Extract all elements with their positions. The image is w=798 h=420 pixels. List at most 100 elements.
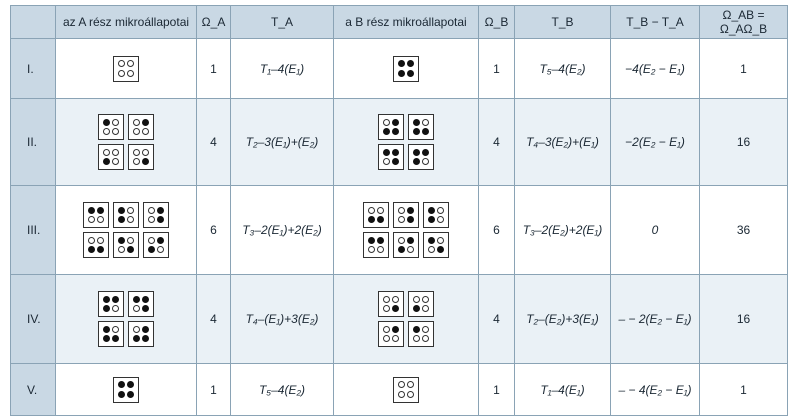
microstate-box <box>408 114 434 140</box>
t-a-cell: T₃–2(E₁)+2(E₂) <box>230 185 334 275</box>
empty-dot <box>127 236 135 244</box>
a-states-grid <box>56 55 196 82</box>
empty-dot <box>147 206 155 214</box>
t-b-cell: T₅–4(E₂) <box>514 38 611 99</box>
table-row: IV. 4 T₄–(E₁)+3(E₂) 4 T₂–(E₂)+3(E₁) – − … <box>10 274 788 364</box>
a-states-cell <box>55 98 197 186</box>
microstate-box <box>393 202 419 228</box>
t-b-cell: T₄–3(E₂)+(E₁) <box>514 98 611 186</box>
empty-dot <box>397 390 405 398</box>
particle-dot <box>367 236 375 244</box>
omega-b-cell: 1 <box>478 363 515 416</box>
empty-dot <box>437 206 445 214</box>
microstate-box <box>113 55 139 82</box>
empty-dot <box>412 295 420 303</box>
empty-dot <box>112 305 120 313</box>
particle-dot <box>412 148 420 156</box>
empty-dot <box>437 216 445 224</box>
microstate-box <box>98 321 124 347</box>
particle-dot <box>117 390 125 398</box>
t-b-cell: T₃–2(E₂)+2(E₁) <box>514 185 611 275</box>
empty-dot <box>397 381 405 389</box>
particle-dot <box>112 295 120 303</box>
particle-dot <box>142 158 150 166</box>
microstate-box <box>143 202 169 228</box>
particle-dot <box>127 390 135 398</box>
microstate-table-container: az A rész mikroállapotai Ω_A T_A a B rés… <box>10 5 788 416</box>
microstate-box <box>128 321 154 347</box>
microstate-box <box>408 291 434 317</box>
omega-ab-cell: 16 <box>699 274 788 364</box>
omega-a-cell: 6 <box>196 185 231 275</box>
particle-dot <box>397 246 405 254</box>
row-label: IV. <box>10 274 56 364</box>
particle-dot <box>157 236 165 244</box>
particle-dot <box>427 216 435 224</box>
omega-ab-cell: 16 <box>699 98 788 186</box>
empty-dot <box>132 325 140 333</box>
particle-dot <box>117 381 125 389</box>
b-states-cell <box>333 38 479 99</box>
empty-dot <box>112 158 120 166</box>
particle-dot <box>87 246 95 254</box>
empty-dot <box>142 148 150 156</box>
empty-dot <box>407 381 415 389</box>
empty-dot <box>112 148 120 156</box>
particle-dot <box>392 118 400 126</box>
microstate-box <box>378 144 404 170</box>
microstate-box <box>128 291 154 317</box>
particle-dot <box>427 206 435 214</box>
microstate-box <box>98 114 124 140</box>
empty-dot <box>117 60 125 68</box>
header-omega-ab: Ω_AB = Ω_AΩ_B <box>699 5 788 39</box>
empty-dot <box>117 246 125 254</box>
microstate-box <box>128 144 154 170</box>
particle-dot <box>102 335 110 343</box>
particle-dot <box>412 305 420 313</box>
t-a-cell: T₂–3(E₁)+(E₂) <box>230 98 334 186</box>
omega-a-cell: 1 <box>196 363 231 416</box>
particle-dot <box>407 206 415 214</box>
b-states-grid <box>334 114 478 170</box>
row-label: II. <box>10 98 56 186</box>
microstate-box <box>378 291 404 317</box>
microstate-box <box>363 232 389 258</box>
particle-dot <box>157 216 165 224</box>
omega-b-cell: 4 <box>478 274 515 364</box>
particle-dot <box>422 128 430 136</box>
particle-dot <box>142 325 150 333</box>
b-states-cell <box>333 363 479 416</box>
row-label: I. <box>10 38 56 99</box>
microstate-box <box>143 232 169 258</box>
microstate-box <box>363 202 389 228</box>
particle-dot <box>132 295 140 303</box>
header-row-label <box>10 5 56 39</box>
table-row: II. 4 T₂–3(E₁)+(E₂) 4 T₄–3(E₂)+(E₁) −2(E… <box>10 98 788 186</box>
omega-ab-cell: 36 <box>699 185 788 275</box>
particle-dot <box>392 158 400 166</box>
particle-dot <box>87 206 95 214</box>
particle-dot <box>97 206 105 214</box>
empty-dot <box>97 216 105 224</box>
particle-dot <box>127 246 135 254</box>
empty-dot <box>407 246 415 254</box>
microstate-box <box>83 202 109 228</box>
particle-dot <box>102 118 110 126</box>
particle-dot <box>412 158 420 166</box>
row-label: V. <box>10 363 56 416</box>
row-label: III. <box>10 185 56 275</box>
particle-dot <box>117 236 125 244</box>
empty-dot <box>132 148 140 156</box>
particle-dot <box>102 295 110 303</box>
particle-dot <box>102 158 110 166</box>
empty-dot <box>132 158 140 166</box>
empty-dot <box>127 216 135 224</box>
particle-dot <box>407 236 415 244</box>
empty-dot <box>87 236 95 244</box>
empty-dot <box>412 335 420 343</box>
particle-dot <box>157 206 165 214</box>
particle-dot <box>142 118 150 126</box>
empty-dot <box>397 216 405 224</box>
empty-dot <box>382 335 390 343</box>
omega-b-cell: 4 <box>478 98 515 186</box>
